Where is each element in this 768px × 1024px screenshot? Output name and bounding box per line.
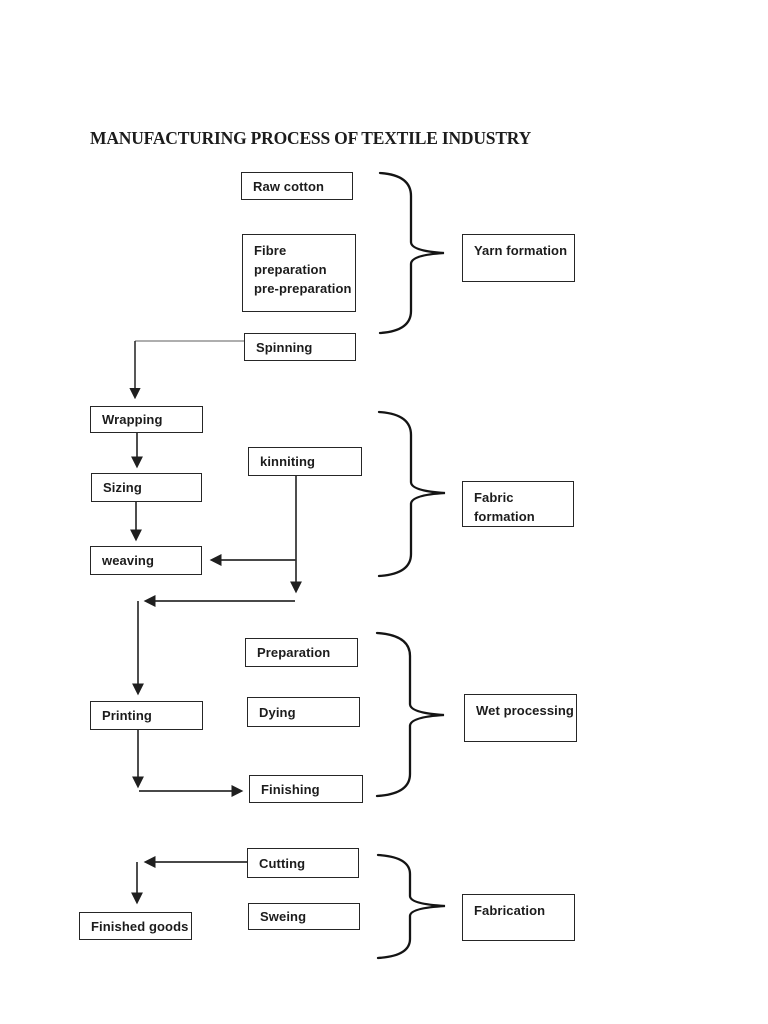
box-sizing-label: Sizing xyxy=(103,480,142,495)
box-dying-label: Dying xyxy=(259,704,296,720)
group-fabric-formation-label: Fabric formation xyxy=(474,490,535,524)
group-box-yarn-formation: Yarn formation xyxy=(462,234,575,282)
brace-fabric-formation xyxy=(377,410,446,578)
brace-fabrication xyxy=(376,853,446,960)
group-box-fabric-formation: Fabric formation xyxy=(462,481,574,527)
box-preparation-label: Preparation xyxy=(257,645,331,660)
group-yarn-formation-label: Yarn formation xyxy=(474,243,568,258)
group-box-wet-processing: Wet processing xyxy=(464,694,577,742)
box-finished-goods-label: Finished goods xyxy=(91,918,189,934)
box-sizing: Sizing xyxy=(91,473,202,502)
box-finished-goods: Finished goods xyxy=(79,912,192,940)
box-cutting: Cutting xyxy=(247,848,359,878)
box-dying: Dying xyxy=(247,697,360,727)
box-finishing: Finishing xyxy=(249,775,363,803)
box-fibre-preparation: Fibre preparation pre-preparation xyxy=(242,234,356,312)
brace-yarn-formation xyxy=(378,171,445,335)
box-spinning-label: Spinning xyxy=(256,339,313,355)
brace-wet-processing xyxy=(375,631,445,798)
box-finishing-label: Finishing xyxy=(261,781,320,797)
box-kinniting-label: kinniting xyxy=(260,454,316,469)
box-wrapping: Wrapping xyxy=(90,406,203,433)
box-wrapping-label: Wrapping xyxy=(102,412,163,427)
box-raw-cotton: Raw cotton xyxy=(241,172,353,200)
group-box-fabrication: Fabrication xyxy=(462,894,575,941)
box-sweing-label: Sweing xyxy=(260,909,307,924)
group-fabrication-label: Fabrication xyxy=(474,903,546,918)
box-preparation: Preparation xyxy=(245,638,358,667)
group-wet-processing-label: Wet processing xyxy=(476,703,574,718)
box-weaving-label: weaving xyxy=(102,553,154,568)
box-printing: Printing xyxy=(90,701,203,730)
box-weaving: weaving xyxy=(90,546,202,575)
box-spinning: Spinning xyxy=(244,333,356,361)
box-raw-cotton-label: Raw cotton xyxy=(253,178,325,194)
box-sweing: Sweing xyxy=(248,903,360,930)
page-title: MANUFACTURING PROCESS OF TEXTILE INDUSTR… xyxy=(90,128,532,148)
box-printing-label: Printing xyxy=(102,708,152,723)
box-cutting-label: Cutting xyxy=(259,855,306,871)
box-fibre-preparation-label: Fibre preparation pre-preparation xyxy=(254,243,352,296)
box-kinniting: kinniting xyxy=(248,447,362,476)
